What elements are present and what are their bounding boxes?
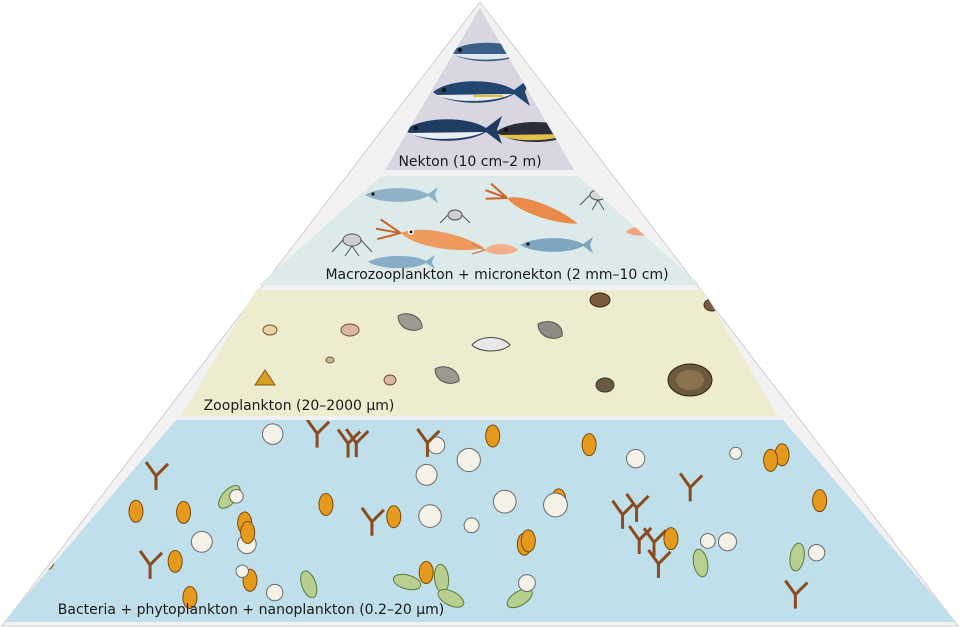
diatom-icon: [267, 584, 283, 600]
diatom-icon: [262, 424, 282, 444]
zooplankton-label: Zooplankton (20–2000 μm): [204, 398, 395, 414]
dinoflagellate-icon: [764, 449, 778, 471]
dinoflagellate-icon: [387, 506, 401, 528]
dinoflagellate-icon: [813, 490, 827, 512]
diatom-icon: [457, 448, 480, 471]
diatom-icon: [464, 518, 479, 533]
diatom-icon: [96, 420, 127, 446]
diatom-icon: [416, 464, 437, 485]
dinoflagellate-icon: [177, 501, 191, 523]
dinoflagellate-icon: [664, 528, 678, 550]
diatom-icon: [719, 533, 737, 551]
diatom-icon: [544, 493, 568, 517]
dinoflagellate-icon: [886, 440, 900, 462]
copepod-icon: [384, 375, 396, 385]
diatom-icon: [627, 449, 645, 467]
diatom-icon: [191, 531, 212, 552]
dinoflagellate-icon: [486, 425, 500, 447]
macrozooplankton-label: Macrozooplankton + micronekton (2 mm–10 …: [325, 267, 668, 283]
dinoflagellate-icon: [241, 522, 255, 544]
diatom-icon: [230, 490, 244, 504]
dinoflagellate-icon: [129, 500, 143, 522]
copepod-icon: [668, 364, 712, 396]
dinoflagellate-icon: [521, 530, 535, 552]
dinoflagellate-icon: [79, 467, 93, 489]
dinoflagellate-icon: [582, 434, 596, 456]
nekton-label: Nekton (10 cm–2 m): [398, 154, 541, 170]
diatom-icon: [236, 565, 248, 577]
diatom-icon: [105, 434, 121, 450]
phytoplankton-label: Bacteria + phytoplankton + nanoplankton …: [58, 602, 444, 618]
dinoflagellate-icon: [419, 562, 433, 584]
diatom-icon: [419, 505, 442, 528]
copepod-icon: [341, 324, 359, 336]
dinoflagellate-icon: [874, 451, 888, 473]
copepod-icon: [326, 357, 334, 363]
diatom-icon: [730, 447, 742, 459]
copepod-icon: [263, 325, 277, 335]
diatom-icon: [55, 425, 73, 455]
dinoflagellate-icon: [54, 474, 68, 496]
dinoflagellate-icon: [319, 494, 333, 516]
copepod-icon: [596, 378, 614, 392]
diatom-icon: [700, 534, 715, 549]
dinoflagellate-icon: [168, 550, 182, 572]
diatom-icon: [519, 575, 536, 592]
copepod-icon: [590, 293, 610, 307]
diatom-icon: [808, 544, 824, 560]
diatom-icon: [493, 490, 516, 513]
